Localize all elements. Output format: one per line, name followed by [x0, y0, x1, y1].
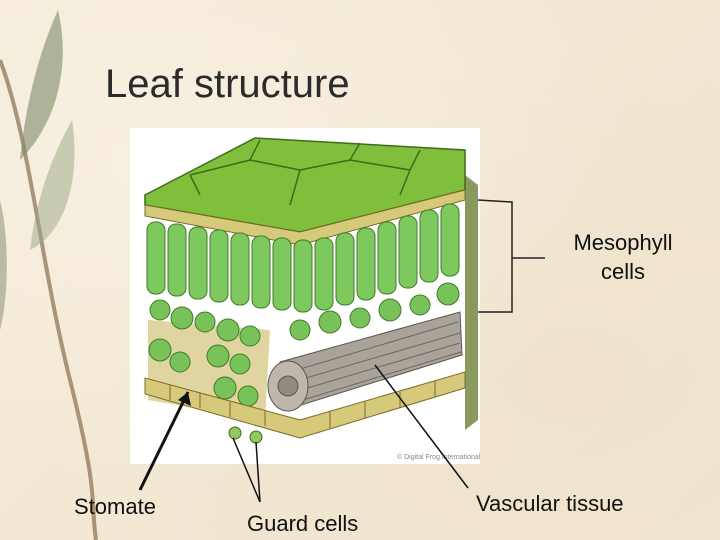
figure-credit: © Digital Frog International	[397, 453, 481, 461]
block-side	[465, 175, 478, 430]
mesophyll-bracket	[478, 200, 545, 312]
label-vascular-tissue: Vascular tissue	[476, 491, 624, 517]
label-guard-cells: Guard cells	[247, 511, 358, 537]
label-stomate: Stomate	[74, 494, 156, 520]
